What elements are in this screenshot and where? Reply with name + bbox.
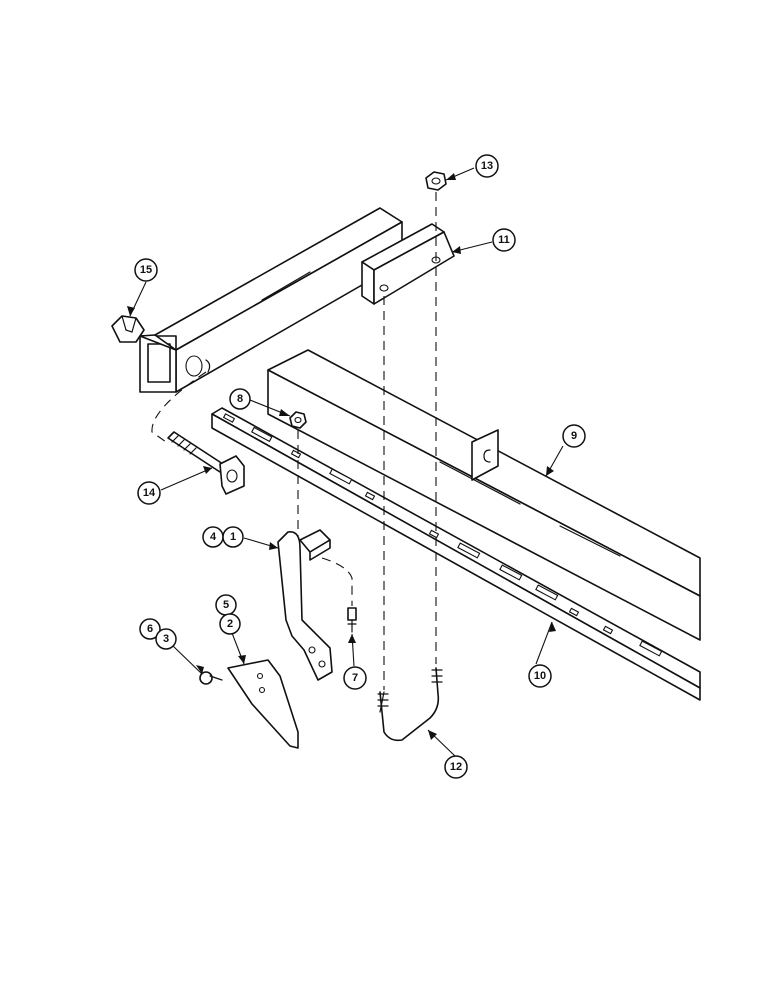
hex-nut-small: [289, 411, 307, 429]
arrowhead: [348, 634, 356, 643]
callout-label: 15: [140, 264, 152, 276]
callout-label: 10: [534, 670, 546, 682]
callout-label: 14: [143, 487, 156, 499]
callout-label: 8: [237, 393, 243, 405]
callout-1: 1: [222, 526, 244, 548]
callout-label: 6: [147, 623, 153, 635]
callout-11: 11: [492, 228, 516, 252]
toolbar-tube: [267, 349, 701, 641]
hex-nut-large: [111, 315, 145, 343]
plow-bolt: [199, 671, 223, 685]
callout-9: 9: [562, 424, 586, 448]
arrowhead: [546, 466, 554, 476]
callout-label: 9: [571, 430, 577, 442]
callout-13: 13: [475, 154, 499, 178]
sweep-point: [227, 659, 299, 749]
shank: [277, 529, 333, 681]
callout-7: 7: [343, 666, 367, 690]
callout-3: 3: [155, 628, 177, 650]
arrowhead: [549, 622, 556, 632]
callout-label: 12: [450, 761, 462, 773]
callout-label: 11: [498, 234, 510, 246]
shank-bolt: [347, 607, 357, 633]
slotted-flat-bar: [211, 407, 701, 701]
callout-10: 10: [528, 664, 552, 688]
callout-label: 13: [481, 160, 493, 172]
callout-6: 6: [139, 618, 161, 640]
angle-bracket: [361, 223, 455, 305]
arrowhead: [269, 542, 278, 550]
u-bolt: [377, 667, 443, 742]
arrowhead: [196, 665, 204, 674]
arrowhead: [428, 730, 437, 740]
arrowhead: [279, 409, 290, 416]
arrowheads: [127, 173, 556, 740]
callout-12: 12: [444, 755, 468, 779]
arrowhead: [452, 246, 461, 254]
callout-label: 2: [227, 618, 233, 630]
frame-tube: [139, 207, 403, 393]
callout-2: 2: [219, 613, 241, 635]
pivot-bolt: [167, 431, 245, 495]
callout-label: 3: [163, 633, 169, 645]
arrowhead: [446, 173, 456, 180]
arrowhead: [127, 306, 135, 316]
arrowhead: [203, 466, 212, 474]
callout-4: 4: [202, 526, 224, 548]
callout-label: 4: [210, 531, 217, 543]
arrowhead: [238, 655, 246, 664]
hex-nut-top: [425, 171, 447, 191]
callout-15: 15: [134, 258, 158, 282]
callout-label: 7: [352, 672, 358, 684]
callout-5: 5: [215, 594, 237, 616]
callout-14: 14: [137, 481, 161, 505]
callout-8: 8: [229, 388, 251, 410]
callout-label: 5: [223, 599, 229, 611]
callout-label: 1: [230, 531, 236, 543]
assembly-lines: [151, 192, 437, 690]
